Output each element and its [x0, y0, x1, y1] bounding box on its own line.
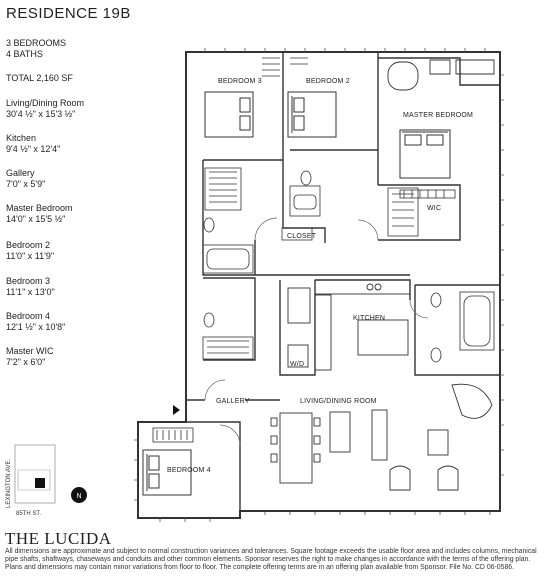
spec-bed4-dims: 12'1 ½" x 10'8"	[6, 322, 66, 332]
spec-bed3: Bedroom 3 11'1" x 13'0"	[6, 276, 55, 298]
closets	[262, 57, 456, 241]
label-gallery: GALLERY	[216, 398, 250, 405]
spec-kitchen-label: Kitchen	[6, 133, 37, 143]
interior-walls	[138, 52, 500, 511]
spec-living-label: Living/Dining Room	[6, 98, 85, 108]
spec-bed2: Bedroom 2 11'0" x 11'9"	[6, 240, 54, 262]
brand-name: THE LUCIDA	[5, 529, 112, 548]
spec-bed3-label: Bedroom 3	[6, 276, 51, 286]
label-kitchen: KITCHEN	[353, 315, 385, 322]
spec-wic-label: Master WIC	[6, 346, 54, 356]
spec-gallery-label: Gallery	[6, 168, 35, 178]
spec-bed2-dims: 11'0" x 11'9"	[6, 251, 55, 261]
spec-master-label: Master Bedroom	[6, 203, 73, 213]
key-plan: LEXINGTON AVE. 85TH ST.	[6, 444, 56, 517]
spec-bed4-label: Bedroom 4	[6, 311, 51, 321]
label-bedroom4: BEDROOM 4	[167, 467, 211, 474]
bath-fixtures	[152, 167, 495, 443]
spec-kitchen: Kitchen 9'4 ½" x 12'4"	[6, 133, 60, 155]
label-wic: WIC	[427, 205, 441, 212]
living-furniture	[270, 59, 495, 491]
spec-bed4: Bedroom 4 12'1 ½" x 10'8"	[6, 311, 65, 333]
spec-gallery: Gallery 7'0" x 5'9"	[6, 168, 45, 190]
north-label: N	[76, 493, 81, 500]
spec-bedrooms: 3 BEDROOMS	[6, 38, 67, 48]
street-85th: 85TH ST.	[16, 511, 41, 517]
entry-arrow-icon	[173, 405, 180, 415]
spec-master-dims: 14'0" x 15'5 ½"	[6, 214, 66, 224]
label-master: MASTER BEDROOM	[403, 112, 473, 119]
spec-kitchen-dims: 9'4 ½" x 12'4"	[6, 144, 61, 154]
label-closet: CLOSET	[287, 233, 317, 240]
spec-gallery-dims: 7'0" x 5'9"	[6, 179, 46, 189]
door-swings	[204, 217, 429, 446]
disclaimer: All dimensions are approximate and subje…	[5, 548, 537, 571]
spec-total: TOTAL 2,160 SF	[6, 73, 73, 83]
spec-living-dims: 30'4 ½" x 15'3 ½"	[6, 109, 76, 119]
north-arrow-icon: N	[71, 487, 87, 503]
label-living: LIVING/DINING ROOM	[300, 398, 377, 405]
spec-bed2-label: Bedroom 2	[6, 240, 51, 250]
spec-living: Living/Dining Room 30'4 ½" x 15'3 ½"	[6, 98, 84, 120]
spec-rooms: 3 BEDROOMS 4 BATHS	[6, 38, 66, 60]
spec-wic: Master WIC 7'2" x 6'0"	[6, 346, 54, 368]
spec-wic-dims: 7'2" x 6'0"	[6, 357, 46, 367]
street-lexington: LEXINGTON AVE.	[6, 459, 12, 508]
kitchen-fixtures	[287, 279, 411, 371]
window-mullions	[134, 48, 504, 522]
unit-location-marker	[35, 478, 45, 488]
spec-master: Master Bedroom 14'0" x 15'5 ½"	[6, 203, 73, 225]
label-bedroom2: BEDROOM 2	[306, 78, 350, 85]
spec-bed3-dims: 11'1" x 13'0"	[6, 287, 55, 297]
label-bedroom3: BEDROOM 3	[218, 78, 262, 85]
label-wd: W/D	[290, 361, 304, 368]
residence-title: RESIDENCE 19B	[6, 5, 131, 22]
spec-baths: 4 BATHS	[6, 49, 43, 59]
beds	[142, 91, 451, 496]
